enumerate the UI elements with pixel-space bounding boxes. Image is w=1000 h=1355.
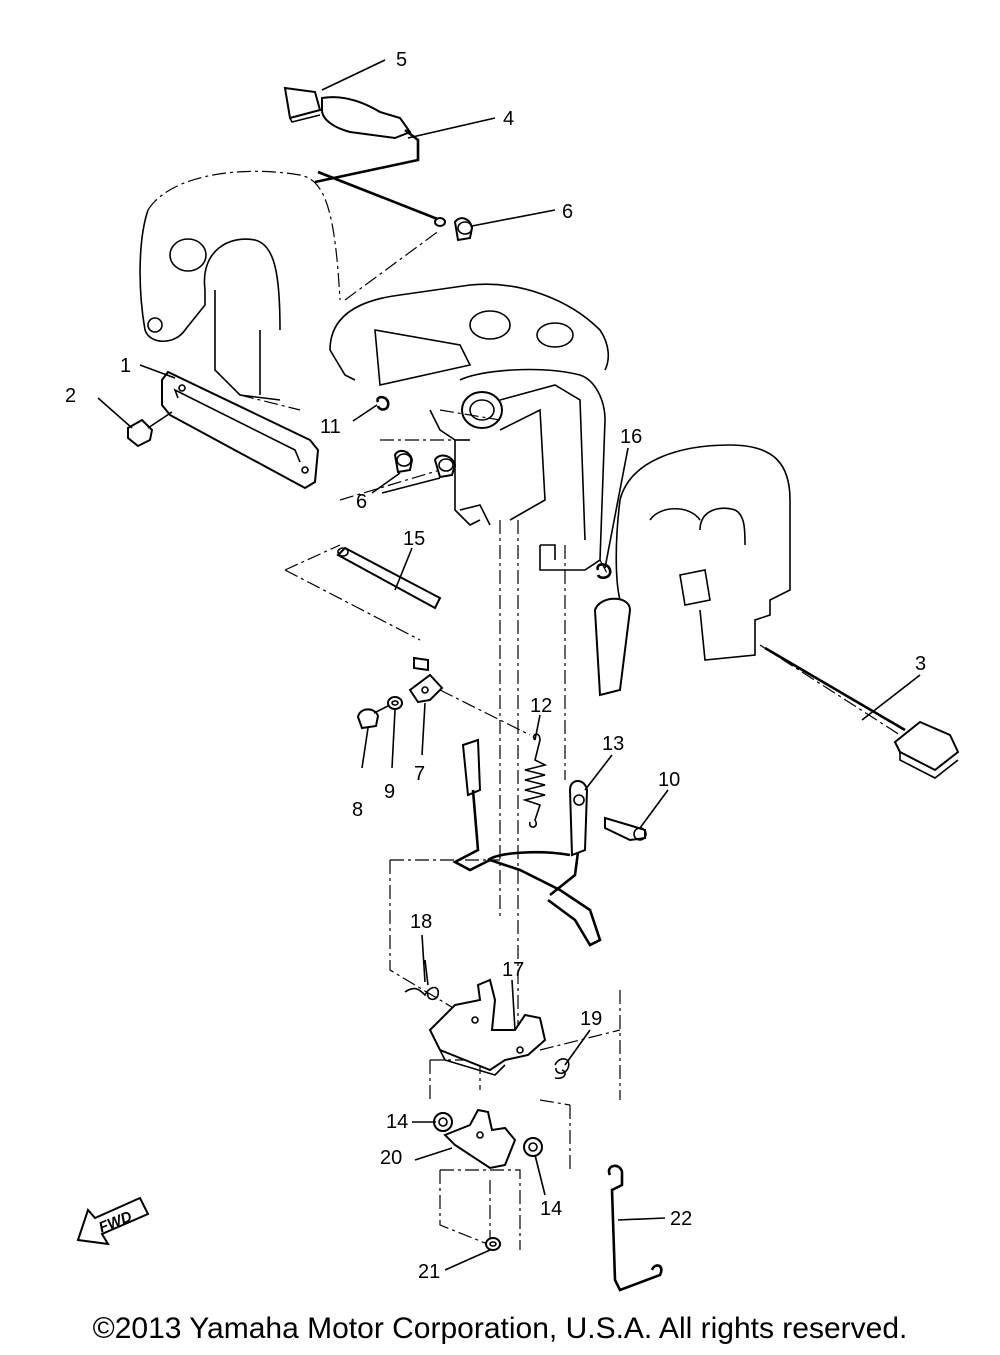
bolt-8 [356, 705, 389, 730]
leader-lines [97, 59, 921, 1271]
part-number-labels: 5 4 6 1 2 11 16 6 15 3 12 13 10 7 9 8 18… [65, 49, 926, 1283]
tilt-lever [314, 96, 446, 227]
wire-22 [607, 1164, 663, 1292]
part-label-10: 10 [658, 769, 680, 791]
collar-14-upper [433, 1112, 453, 1132]
plate [161, 370, 320, 490]
tilt-shaft [336, 546, 442, 610]
spring-18 [404, 959, 440, 1001]
shift-bracket-17 [428, 978, 547, 1076]
part-label-22: 22 [670, 1208, 692, 1230]
part-label-17: 17 [502, 959, 524, 981]
circlip-21 [485, 1237, 501, 1251]
swivel-bracket [329, 283, 610, 571]
part-label-13: 13 [602, 733, 624, 755]
part-label-9: 9 [384, 781, 395, 803]
bushing-pair [393, 449, 457, 479]
part-label-4: 4 [503, 108, 514, 130]
spring-19 [554, 1058, 570, 1080]
part-label-19: 19 [580, 1008, 602, 1030]
bushing-top [453, 217, 474, 242]
part-label-12: 12 [530, 695, 552, 717]
fwd-arrow-icon: FWD [76, 1196, 150, 1246]
part-label-1: 1 [120, 355, 131, 377]
circlip-16 [596, 563, 612, 580]
shift-rod-assembly [452, 738, 602, 947]
part-label-3: 3 [915, 653, 926, 675]
part-label-6-top: 6 [562, 201, 573, 223]
part-label-16: 16 [620, 426, 642, 448]
part-label-5: 5 [396, 49, 407, 71]
part-label-7: 7 [414, 763, 425, 785]
collar-14-lower [523, 1137, 543, 1157]
pin-10 [604, 816, 647, 842]
rod-3 [764, 646, 960, 779]
bolt-2 [127, 411, 173, 448]
copyright-notice: ©2013 Yamaha Motor Corporation, U.S.A. A… [92, 1312, 908, 1345]
right-clamp-bracket [593, 444, 791, 697]
circlip-11 [376, 395, 390, 411]
washer-9 [387, 696, 403, 710]
part-label-21: 21 [418, 1261, 440, 1283]
fwd-label: FWD [96, 1208, 134, 1237]
assembly-lines [284, 229, 901, 1250]
part-label-2: 2 [65, 385, 76, 407]
part-label-18: 18 [410, 911, 432, 933]
left-clamp-bracket [139, 170, 341, 411]
stopper-7 [408, 673, 444, 704]
exploded-parts-diagram: FWD 5 4 6 1 2 11 16 6 15 3 12 13 10 7 9 … [65, 49, 960, 1292]
spring-12 [522, 733, 548, 828]
part-label-11: 11 [320, 416, 341, 438]
part-label-15: 15 [403, 528, 425, 550]
collar [413, 656, 429, 672]
grip-cap [283, 86, 322, 123]
lever-plate-20 [443, 1108, 517, 1170]
part-label-8: 8 [352, 799, 363, 821]
part-label-20: 20 [380, 1147, 402, 1169]
part-label-14-lower: 14 [540, 1198, 562, 1220]
part-label-6-pair: 6 [356, 491, 367, 513]
part-label-14-upper: 14 [386, 1111, 408, 1133]
